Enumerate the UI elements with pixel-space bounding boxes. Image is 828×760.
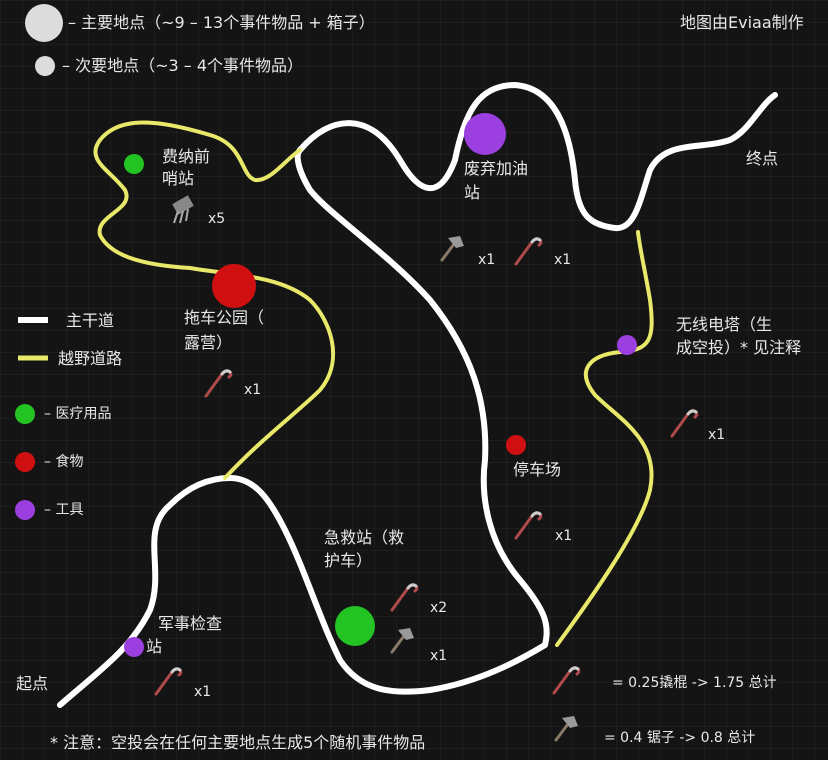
outpost-name: 哨站 — [162, 169, 195, 188]
gas-station-crowbar-count: x1 — [554, 252, 572, 268]
checkpoint-marker[interactable] — [124, 637, 144, 657]
checkpoint-name: 军事检查 — [158, 614, 223, 633]
trailer-park-count: x1 — [244, 382, 262, 398]
legend-medical-dot — [15, 404, 35, 424]
saw-icon — [390, 626, 416, 654]
main-road — [57, 147, 550, 708]
trailer-park-marker[interactable] — [212, 264, 256, 308]
legend-tools-dot — [15, 500, 35, 520]
credit: 地图由Eviaa制作 — [680, 13, 804, 32]
crowbar-icon — [552, 666, 581, 695]
airdrop-note: * 注意：空投会在任何主要地点生成5个随机事件物品 — [50, 733, 426, 752]
saw-icon — [440, 234, 466, 262]
legend-medical: – 医疗用品 — [44, 406, 112, 422]
parking-name: 停车场 — [513, 460, 562, 479]
parking-marker[interactable] — [506, 435, 526, 455]
gas-station-saw-count: x1 — [478, 252, 496, 268]
crowbar-value: = 0.25撬棍 -> 1.75 总计 — [612, 675, 777, 691]
radio-tower-marker[interactable] — [617, 335, 637, 355]
gas-station-name: 废弃加油 — [464, 159, 529, 178]
trailer-park-name: 拖车公园（ — [184, 308, 265, 327]
radio-tower-name: 成空投）* 见注释 — [676, 338, 802, 357]
legend-food-dot — [15, 452, 35, 472]
first-aid-name: 急救站（救 — [324, 528, 405, 547]
crowbar-icon — [390, 583, 419, 612]
saw-value: = 0.4 锯子 -> 0.8 总计 — [604, 730, 756, 746]
gas-station-marker[interactable] — [464, 113, 506, 155]
radio-tower-name: 无线电塔（生 — [676, 315, 773, 334]
saw-icon — [554, 714, 580, 742]
main-road — [297, 82, 778, 232]
gas-station-name: 站 — [464, 183, 481, 202]
legend-minor: – 次要地点（~3 – 4个事件物品） — [62, 56, 304, 75]
first-aid-name: 护车） — [324, 551, 373, 570]
offroad-road — [555, 230, 654, 647]
outpost-count: x5 — [208, 211, 226, 227]
first-aid-crowbar-count: x2 — [430, 600, 448, 616]
checkpoint-name: 站 — [146, 637, 163, 656]
legend-minor-dot — [35, 56, 55, 76]
first-aid-marker[interactable] — [335, 606, 375, 646]
offroad-road — [93, 120, 336, 480]
trailer-park-name: 露营） — [184, 333, 233, 352]
crowbar-icon — [514, 511, 543, 540]
checkpoint-count: x1 — [194, 684, 212, 700]
parking-count: x1 — [555, 528, 573, 544]
crowbar-icon — [670, 409, 699, 438]
start-label: 起点 — [16, 674, 49, 693]
legend-food: – 食物 — [44, 454, 84, 470]
legend-tools: – 工具 — [44, 502, 84, 518]
legend-major: – 主要地点（~9 – 13个事件物品 + 箱子） — [68, 13, 375, 32]
legend-major-dot — [25, 4, 63, 42]
crowbar-icon — [204, 369, 233, 398]
crowbar-icon — [514, 237, 543, 266]
crowbar-icon — [154, 667, 183, 696]
legend-main-road: 主干道 — [66, 311, 115, 330]
first-aid-saw-count: x1 — [430, 648, 448, 664]
outpost-name: 费纳前 — [162, 147, 211, 166]
outpost-marker[interactable] — [124, 154, 144, 174]
end-label: 终点 — [746, 149, 779, 168]
radio-tower-count: x1 — [708, 427, 726, 443]
legend-offroad: 越野道路 — [58, 349, 123, 368]
battery-icon — [172, 195, 194, 224]
